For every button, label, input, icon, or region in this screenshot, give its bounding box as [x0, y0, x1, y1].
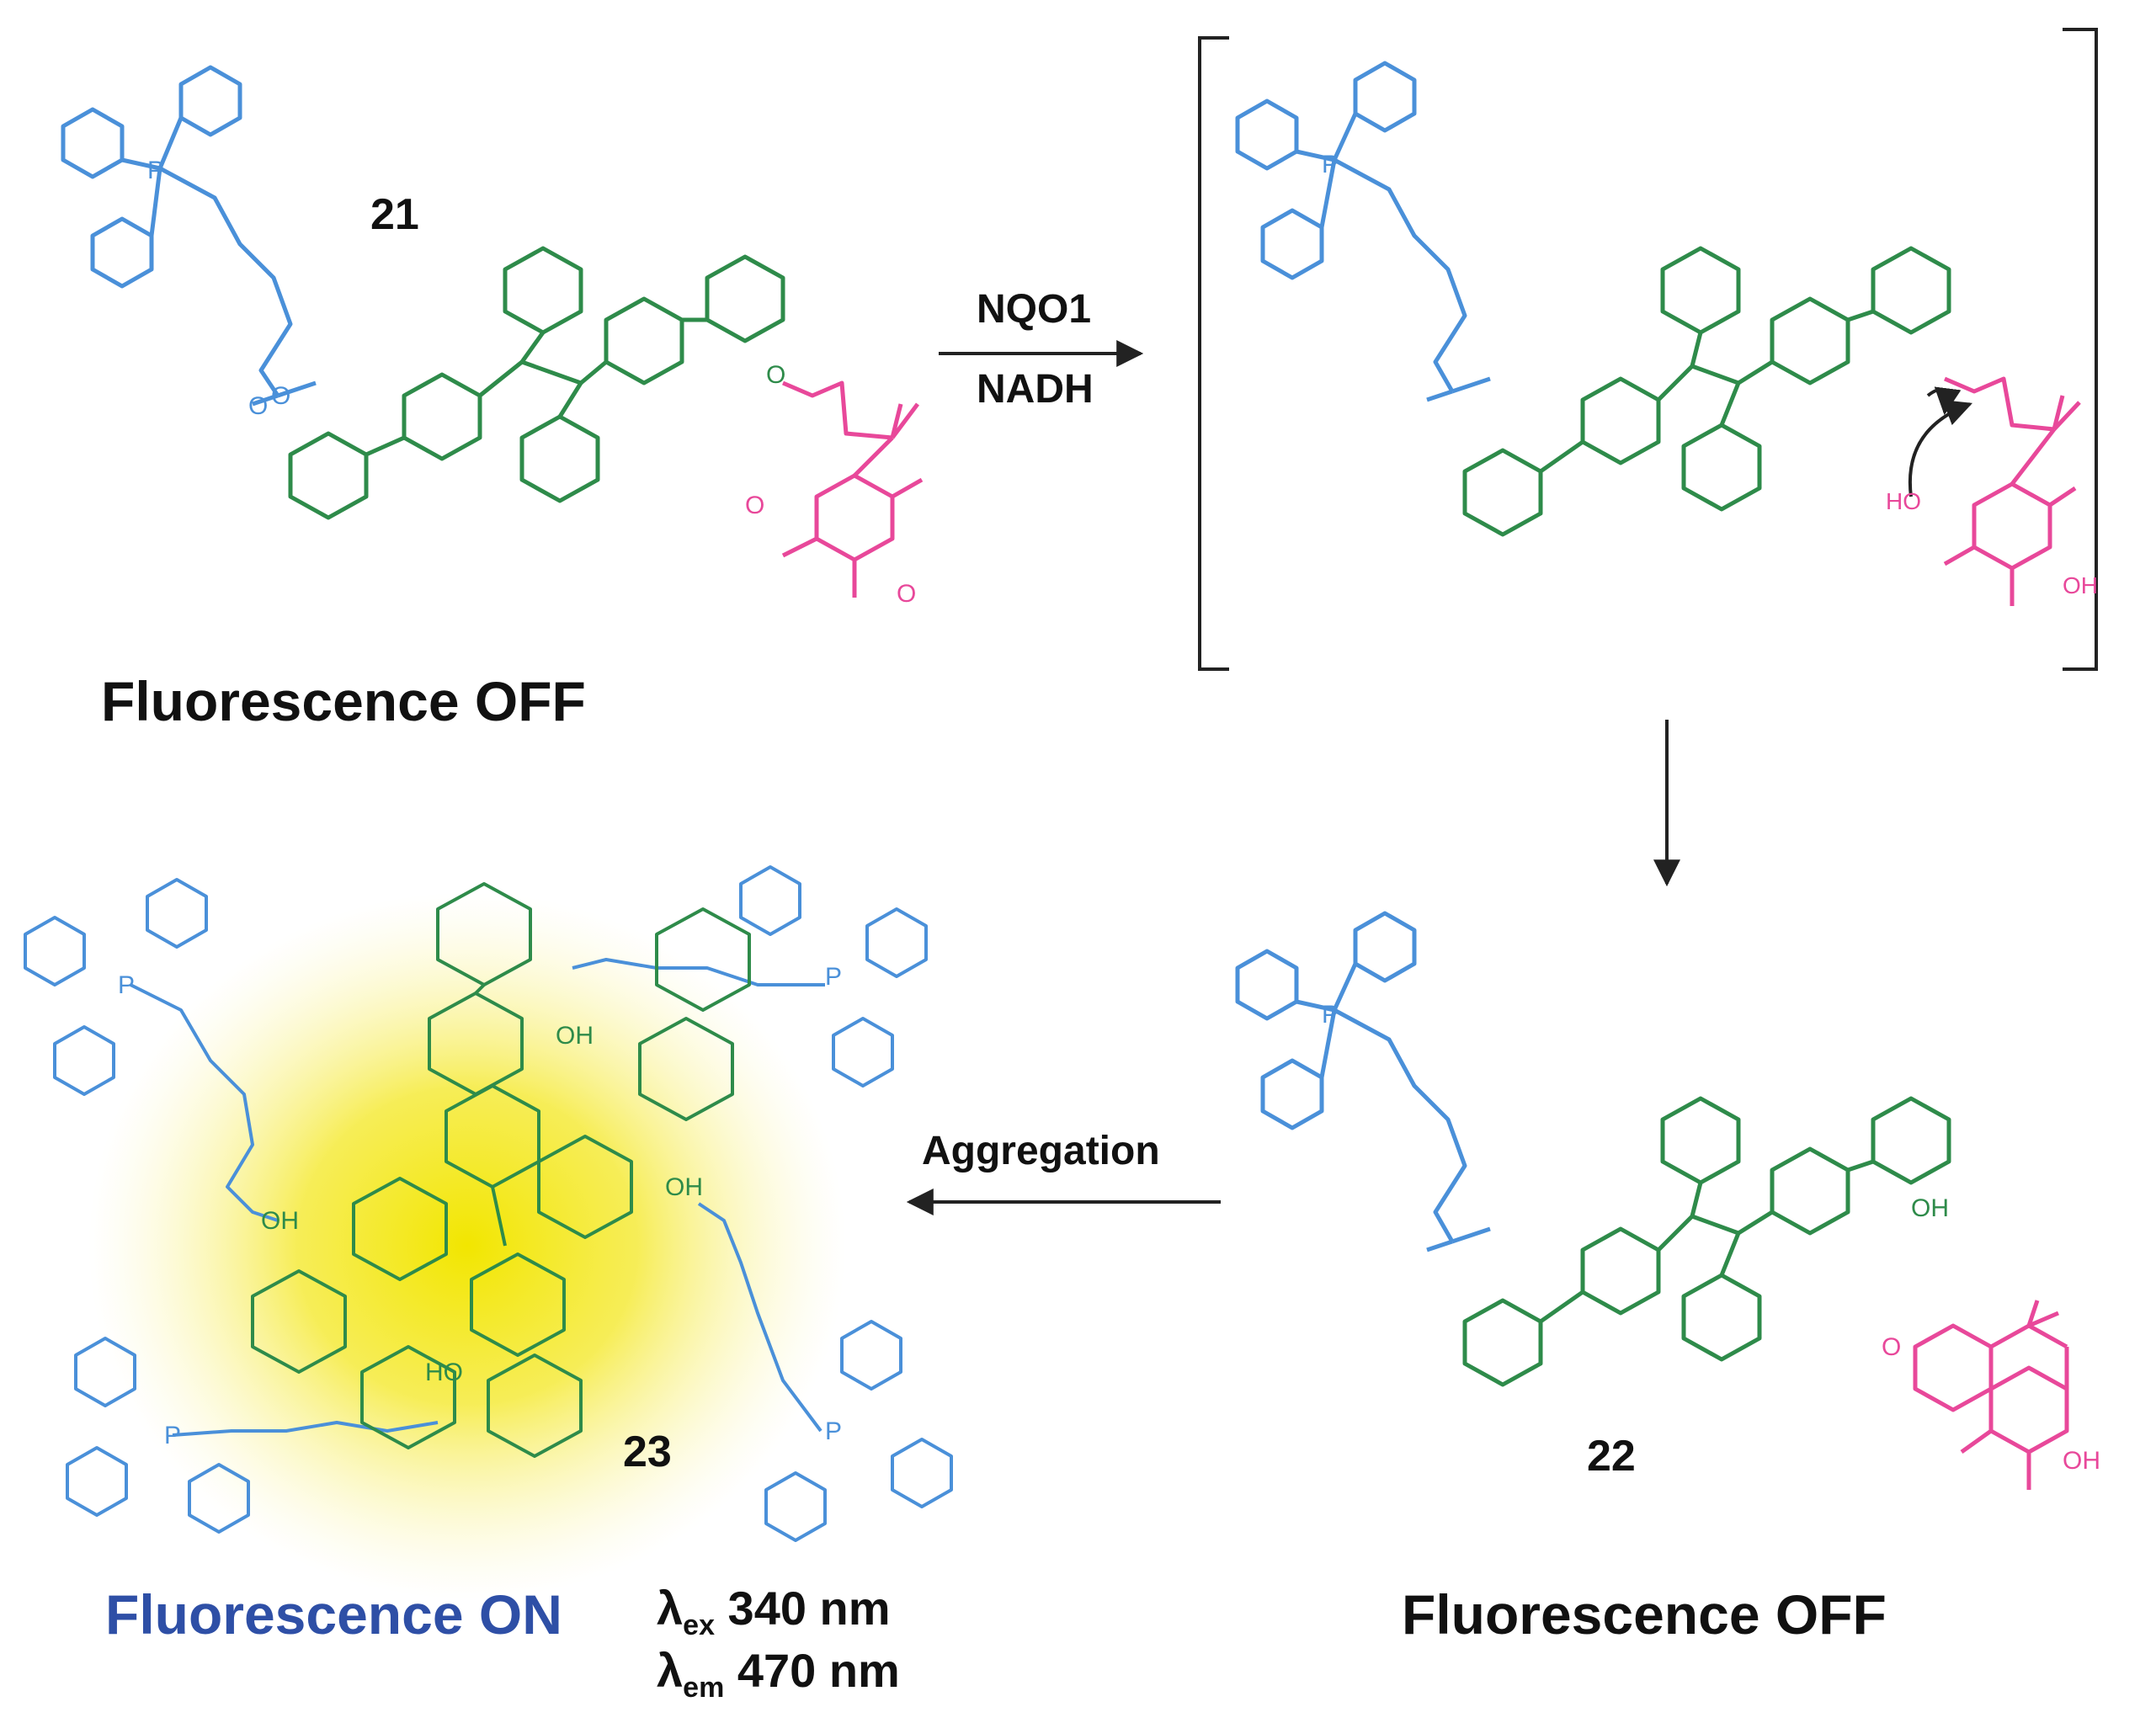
emission-subscript: em	[683, 1672, 725, 1704]
compound-21-structure	[61, 65, 924, 598]
compound-23-oh-3: OH	[261, 1207, 299, 1235]
compound-23-label: 23	[623, 1428, 672, 1476]
compound-21-o-phenol: O	[271, 382, 290, 410]
excitation-symbol: λ	[657, 1582, 684, 1635]
excitation-value: 340 nm	[727, 1582, 891, 1635]
emission-wavelength: λem 470 nm	[657, 1643, 900, 1704]
compound-21-o-quinone1: O	[745, 492, 764, 519]
compound-22-lactone-o: O	[1882, 1333, 1901, 1361]
excitation-wavelength: λex 340 nm	[657, 1581, 891, 1642]
compound-22-structure	[1235, 911, 2069, 1490]
compound-23-p-topright: P	[825, 963, 842, 991]
emission-symbol: λ	[657, 1644, 684, 1697]
excitation-subscript: ex	[683, 1609, 715, 1642]
compound-23-state: Fluorescence ON	[105, 1583, 562, 1646]
intermediate-structure	[1235, 61, 2081, 606]
reagent-nadh: NADH	[977, 367, 1094, 412]
compound-23-p-bottomright: P	[825, 1417, 842, 1445]
compound-21-o-quinone2: O	[897, 580, 916, 608]
compound-23-p-topleft: P	[118, 971, 135, 999]
compound-22-oh: OH	[1911, 1194, 1949, 1222]
intermediate-oh: OH	[2063, 572, 2098, 598]
compound-21-o-ester: O	[248, 392, 268, 420]
fluorescence-glow	[88, 892, 846, 1599]
compound-23-structure	[24, 865, 953, 1542]
compound-22-state: Fluorescence OFF	[1402, 1583, 1887, 1646]
compound-23-ho-4: HO	[425, 1359, 463, 1386]
intermediate-brackets	[1198, 28, 2098, 671]
aggregation-label: Aggregation	[922, 1129, 1160, 1173]
compound-21-label: 21	[370, 190, 419, 239]
compound-21-o-right: O	[766, 361, 785, 389]
intermediate-p: P	[1322, 151, 1339, 178]
compound-22-p: P	[1322, 1001, 1339, 1029]
compound-21-state: Fluorescence OFF	[101, 670, 586, 732]
compound-23-oh-1: OH	[556, 1022, 594, 1050]
emission-value: 470 nm	[737, 1644, 900, 1697]
reagent-nqo1: NQO1	[977, 287, 1092, 332]
compound-23-p-bottomleft: P	[164, 1422, 181, 1449]
compound-21-p: P	[147, 157, 164, 184]
compound-22-lactone-oh: OH	[2063, 1447, 2100, 1475]
compound-22-label: 22	[1587, 1432, 1636, 1481]
intermediate-ho: HO	[1886, 488, 1921, 514]
compound-23-oh-2: OH	[665, 1173, 703, 1201]
